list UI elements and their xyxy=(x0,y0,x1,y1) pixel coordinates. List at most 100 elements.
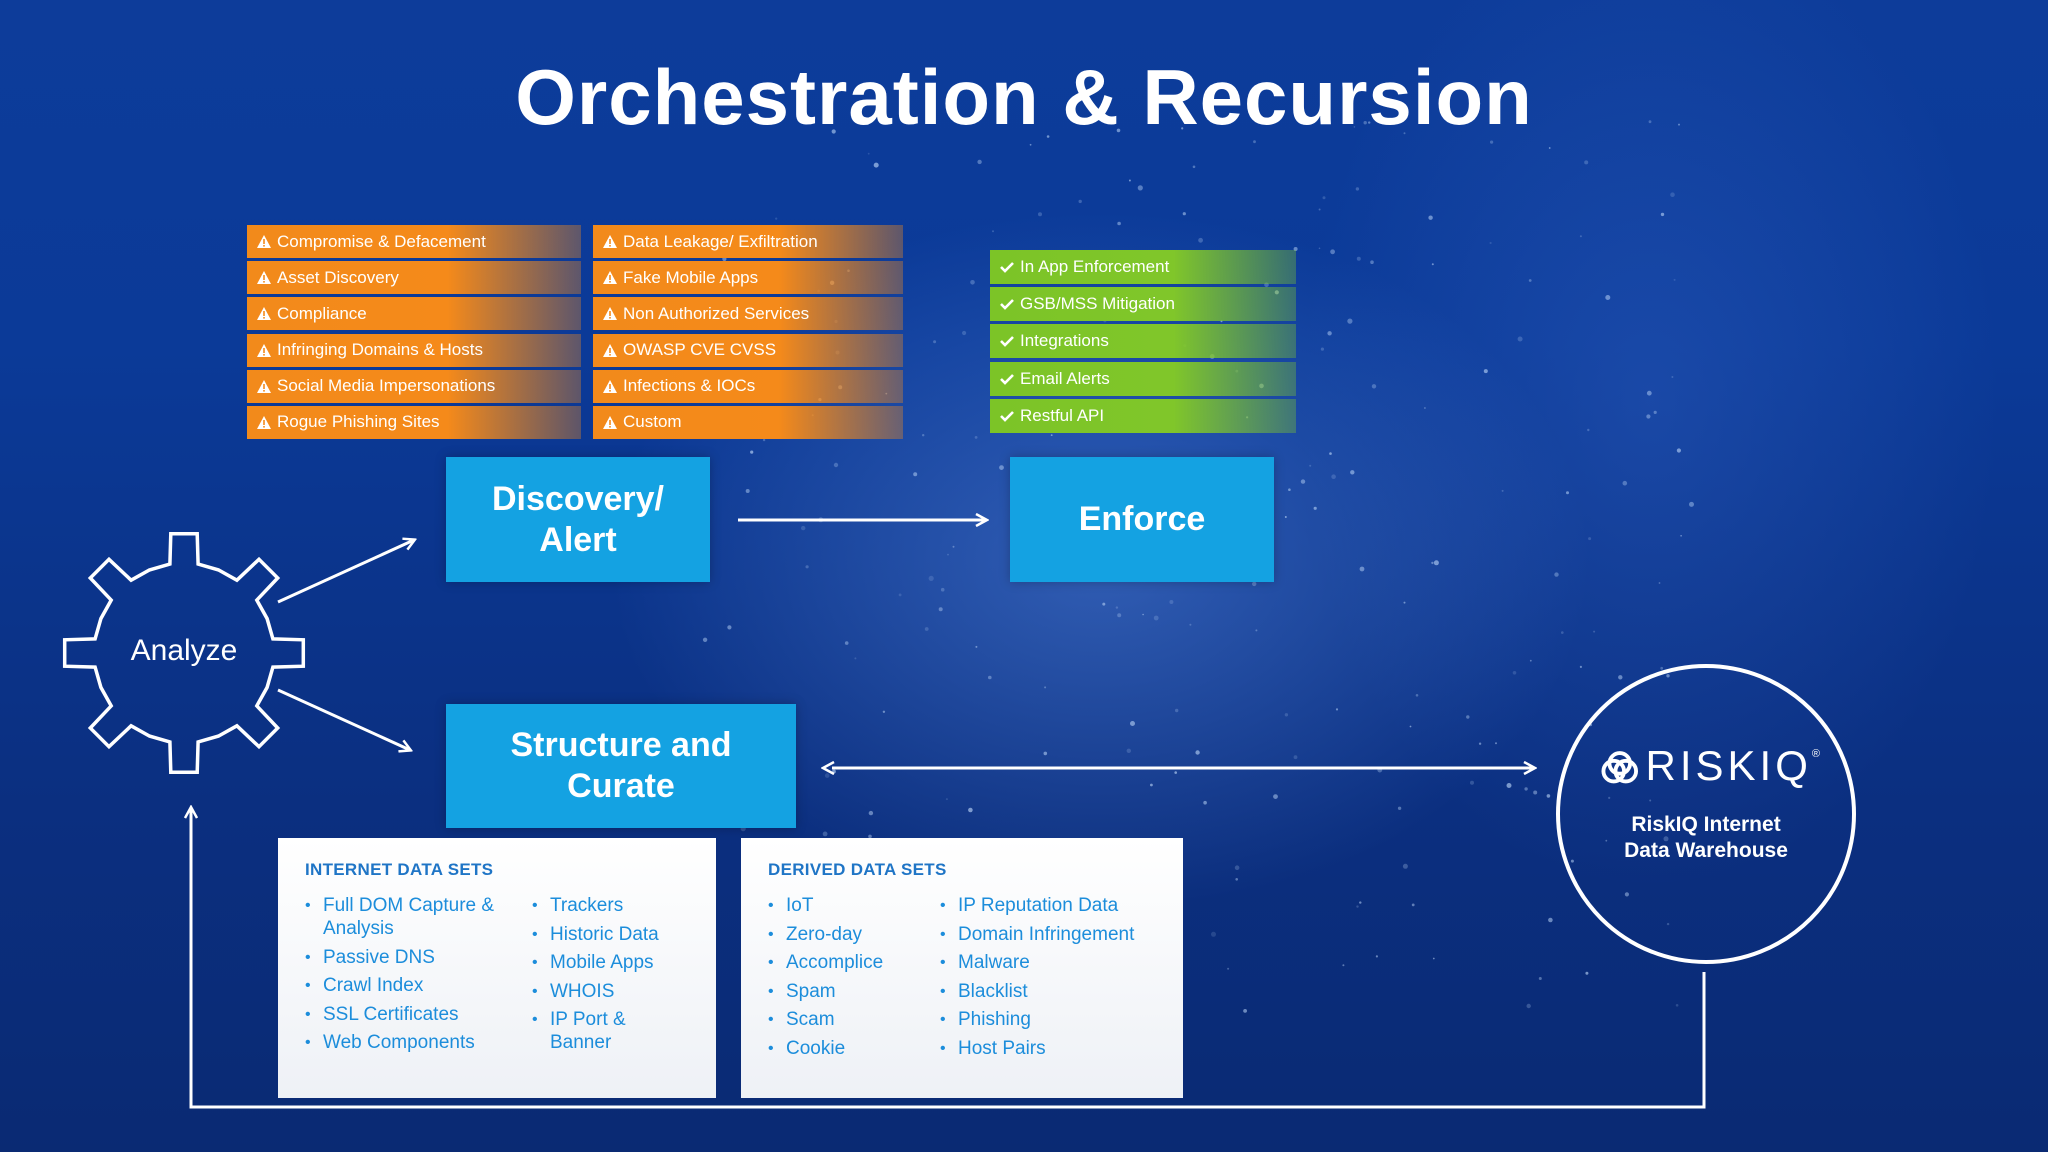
check-icon xyxy=(998,258,1016,276)
tag-custom: Custom xyxy=(593,405,903,439)
list-item: Blacklist xyxy=(940,980,1160,1003)
background-speck xyxy=(1189,623,1192,626)
background-speck xyxy=(1585,971,1589,975)
background-speck xyxy=(745,489,750,493)
background-speck xyxy=(1050,434,1053,436)
detection-tags-right: Data Leakage/ Exfiltration Fake Mobile A… xyxy=(593,225,903,442)
discovery-alert-box: Discovery/Alert xyxy=(446,457,710,582)
background-speck xyxy=(1538,977,1542,980)
background-speck xyxy=(1044,686,1047,689)
warning-icon xyxy=(255,269,273,287)
background-speck xyxy=(992,230,994,233)
background-speck xyxy=(1676,448,1681,453)
background-speck xyxy=(1533,790,1538,795)
background-speck xyxy=(1331,474,1336,480)
list-item: IP Reputation Data xyxy=(940,894,1160,917)
list-item: IoT xyxy=(768,894,940,917)
derived-data-list-2: IP Reputation Data Domain Infringement M… xyxy=(940,894,1160,1066)
tag-fake-mobile-apps: Fake Mobile Apps xyxy=(593,261,903,295)
background-speck xyxy=(1327,331,1332,336)
riskiq-warehouse-circle xyxy=(1556,664,1856,964)
background-speck xyxy=(1490,140,1494,144)
background-speck xyxy=(1415,694,1419,697)
internet-data-list-1: Full DOM Capture & Analysis Passive DNS … xyxy=(305,894,532,1060)
background-speck xyxy=(1203,800,1207,805)
background-speck xyxy=(824,773,830,778)
tag-infections: Infections & IOCs xyxy=(593,369,903,403)
background-speck xyxy=(974,436,978,439)
background-speck xyxy=(1678,123,1680,126)
background-speck xyxy=(1359,566,1365,572)
background-speck xyxy=(1648,120,1652,124)
background-speck xyxy=(1680,535,1682,537)
list-item: WHOIS xyxy=(532,980,682,1003)
list-item: Web Components xyxy=(305,1031,532,1054)
tag-label: Integrations xyxy=(1020,331,1109,351)
background-speck xyxy=(928,575,934,582)
background-speck xyxy=(1428,215,1433,220)
background-speck xyxy=(1673,278,1676,281)
warning-icon xyxy=(601,233,619,251)
background-speck xyxy=(1300,479,1306,484)
derived-data-sets-heading: DERIVED DATA SETS xyxy=(768,860,947,879)
background-speck xyxy=(1329,452,1332,455)
background-speck xyxy=(1653,410,1657,414)
tag-email-alerts: Email Alerts xyxy=(990,361,1296,396)
background-speck xyxy=(844,641,849,645)
background-speck xyxy=(1501,489,1504,492)
background-speck xyxy=(1284,516,1287,518)
background-speck xyxy=(873,162,879,168)
background-speck xyxy=(1675,1004,1679,1007)
background-speck xyxy=(727,625,732,630)
warning-icon xyxy=(255,413,273,431)
background-speck xyxy=(1528,279,1532,282)
riskiq-wordmark: RISKIQ xyxy=(1645,742,1812,789)
background-speck xyxy=(1115,606,1119,609)
tag-label: GSB/MSS Mitigation xyxy=(1020,294,1175,314)
background-speck xyxy=(1605,295,1611,300)
tag-compliance: Compliance xyxy=(247,297,581,331)
background-speck xyxy=(1288,488,1291,492)
background-speck xyxy=(1506,783,1512,788)
list-item: Accomplice xyxy=(768,951,940,974)
background-speck xyxy=(1182,212,1186,216)
tag-label: Rogue Phishing Sites xyxy=(277,412,440,432)
tag-label: Social Media Impersonations xyxy=(277,376,496,396)
enforce-label: Enforce xyxy=(1078,500,1206,538)
list-item: Crawl Index xyxy=(305,974,532,997)
background-speck xyxy=(1483,369,1488,374)
list-item: Phishing xyxy=(940,1008,1160,1031)
background-speck xyxy=(1198,237,1203,243)
background-speck xyxy=(1318,208,1321,211)
background-speck xyxy=(999,465,1004,470)
background-speck xyxy=(1370,260,1374,265)
background-speck xyxy=(1529,659,1532,662)
background-speck xyxy=(1478,742,1482,745)
tag-label: Infections & IOCs xyxy=(623,376,756,396)
list-item: SSL Certificates xyxy=(305,1003,532,1026)
background-speck xyxy=(1293,755,1298,760)
warning-icon xyxy=(255,305,273,323)
background-speck xyxy=(1153,615,1159,621)
background-speck xyxy=(750,450,754,454)
background-speck xyxy=(868,810,874,816)
background-speck xyxy=(1466,715,1470,719)
tag-label: Asset Discovery xyxy=(277,267,399,287)
tag-label: Data Leakage/ Exfiltration xyxy=(623,231,818,251)
background-speck xyxy=(1038,212,1042,217)
background-speck xyxy=(882,710,886,713)
background-speck xyxy=(1548,147,1551,149)
check-icon xyxy=(998,370,1016,388)
background-speck xyxy=(1526,1003,1531,1009)
background-speck xyxy=(1169,600,1174,604)
background-speck xyxy=(1342,964,1345,967)
derived-data-sets-panel: DERIVED DATA SETS IoT Zero-day Accomplic… xyxy=(741,838,1183,1098)
internet-data-sets-panel: INTERNET DATA SETS Full DOM Capture & An… xyxy=(278,838,716,1098)
background-speck xyxy=(1252,581,1257,587)
discovery-label-line2: Alert xyxy=(539,520,617,559)
background-speck xyxy=(1512,671,1517,675)
background-speck xyxy=(1646,390,1652,396)
background-speck xyxy=(1211,931,1216,937)
background-speck xyxy=(913,472,918,477)
background-speck xyxy=(801,525,806,531)
